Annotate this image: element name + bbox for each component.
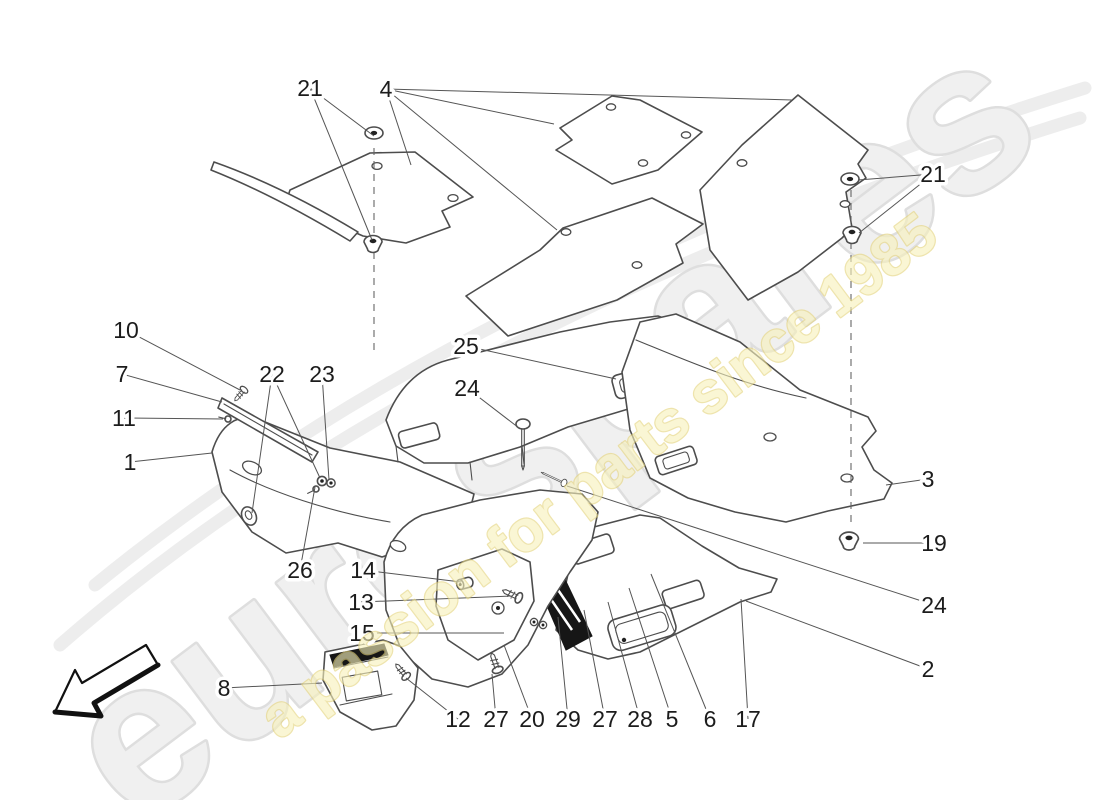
leader-line-10 <box>125 329 241 391</box>
callout-label-14: 14 <box>350 557 376 583</box>
callout-label-6: 6 <box>704 706 717 732</box>
leader-line-5 <box>628 587 673 720</box>
fastener-axis-lines <box>373 148 852 528</box>
leader-line-17 <box>740 598 749 720</box>
leader-line-22 <box>271 373 321 479</box>
footrest <box>322 639 419 731</box>
clip-icon <box>838 531 860 551</box>
callout-label-7: 7 <box>116 361 129 387</box>
front-right-mat <box>699 94 869 301</box>
callout-label-22: 22 <box>259 361 285 387</box>
leader-line-27 <box>491 673 497 720</box>
callout-label-20: 20 <box>519 706 545 732</box>
callout-label-8: 8 <box>218 675 231 701</box>
leader-line-8 <box>223 682 323 689</box>
leader-line-4 <box>385 88 555 125</box>
callout-label-26: 26 <box>287 557 313 583</box>
callout-label-12: 12 <box>445 706 471 732</box>
callout-label-29: 29 <box>555 706 581 732</box>
leader-line-3 <box>885 478 929 486</box>
leader-line-21 <box>857 173 934 181</box>
carpet-bracket <box>435 548 535 661</box>
callout-label-1: 1 <box>124 449 137 475</box>
ring-icon <box>529 617 539 627</box>
screw-side-icon <box>230 384 250 405</box>
ring-icon <box>326 478 336 488</box>
leader-line-2 <box>745 600 929 670</box>
clip-icon <box>363 234 383 254</box>
callout-label-11: 11 <box>112 405 136 431</box>
leader-line-20 <box>503 644 533 720</box>
callout-label-25: 25 <box>453 333 479 359</box>
leader-line-4 <box>385 88 412 166</box>
leader-line-25 <box>465 345 617 380</box>
leader-line-12 <box>405 677 459 720</box>
leader-line-28 <box>607 601 641 720</box>
callout-label-28: 28 <box>627 706 653 732</box>
leader-line-4 <box>385 88 558 231</box>
callout-label-21: 21 <box>920 161 946 187</box>
callout-label-10: 10 <box>113 317 139 343</box>
callout-label-24: 24 <box>454 375 480 401</box>
callout-label-27: 27 <box>592 706 618 732</box>
leader-line-21 <box>858 173 934 234</box>
leader-line-13 <box>360 595 513 603</box>
callout-label-17: 17 <box>735 706 761 732</box>
callout-label-21: 21 <box>297 75 323 101</box>
callout-label-13: 13 <box>348 589 374 615</box>
leader-line-7 <box>121 373 223 403</box>
front-left-mat-heel-strip <box>210 161 359 242</box>
leader-line-11 <box>123 417 224 420</box>
callout-label-24: 24 <box>921 592 947 618</box>
rear-mat-lower <box>465 197 704 337</box>
center-tunnel-carpet <box>385 315 703 464</box>
leader-line-23 <box>321 373 330 481</box>
leader-line-24 <box>566 485 935 606</box>
carpets-group <box>211 313 893 688</box>
leader-line-21 <box>309 87 373 241</box>
ring-icon <box>538 620 548 630</box>
leader-line-14 <box>362 569 462 583</box>
callout-label-3: 3 <box>922 466 935 492</box>
leader-line-4 <box>385 88 793 101</box>
callout-label-19: 19 <box>921 530 947 556</box>
leader-line-22 <box>251 373 273 514</box>
leader-line-1 <box>129 452 213 463</box>
callout-label-4: 4 <box>380 76 393 102</box>
grommet-icon <box>364 126 384 140</box>
leader-line-24 <box>466 387 520 429</box>
ring-icon <box>316 475 328 487</box>
leader-line-6 <box>650 573 711 720</box>
callout-label-27: 27 <box>483 706 509 732</box>
callout-label-5: 5 <box>666 706 679 732</box>
callout-label-15: 15 <box>349 620 375 646</box>
leader-line-29 <box>557 616 569 720</box>
callout-leader-lines <box>121 87 935 720</box>
callout-label-23: 23 <box>309 361 335 387</box>
mats-group <box>210 94 869 337</box>
front-direction-arrow-icon <box>52 643 161 719</box>
grommet-icon <box>840 172 860 186</box>
leader-line-26 <box>299 486 316 571</box>
rear-right-carpet <box>621 313 893 523</box>
rear-mat-upper <box>555 95 703 185</box>
leader-line-27 <box>583 609 606 720</box>
leader-line-21 <box>309 87 375 137</box>
callout-label-2: 2 <box>922 656 935 682</box>
